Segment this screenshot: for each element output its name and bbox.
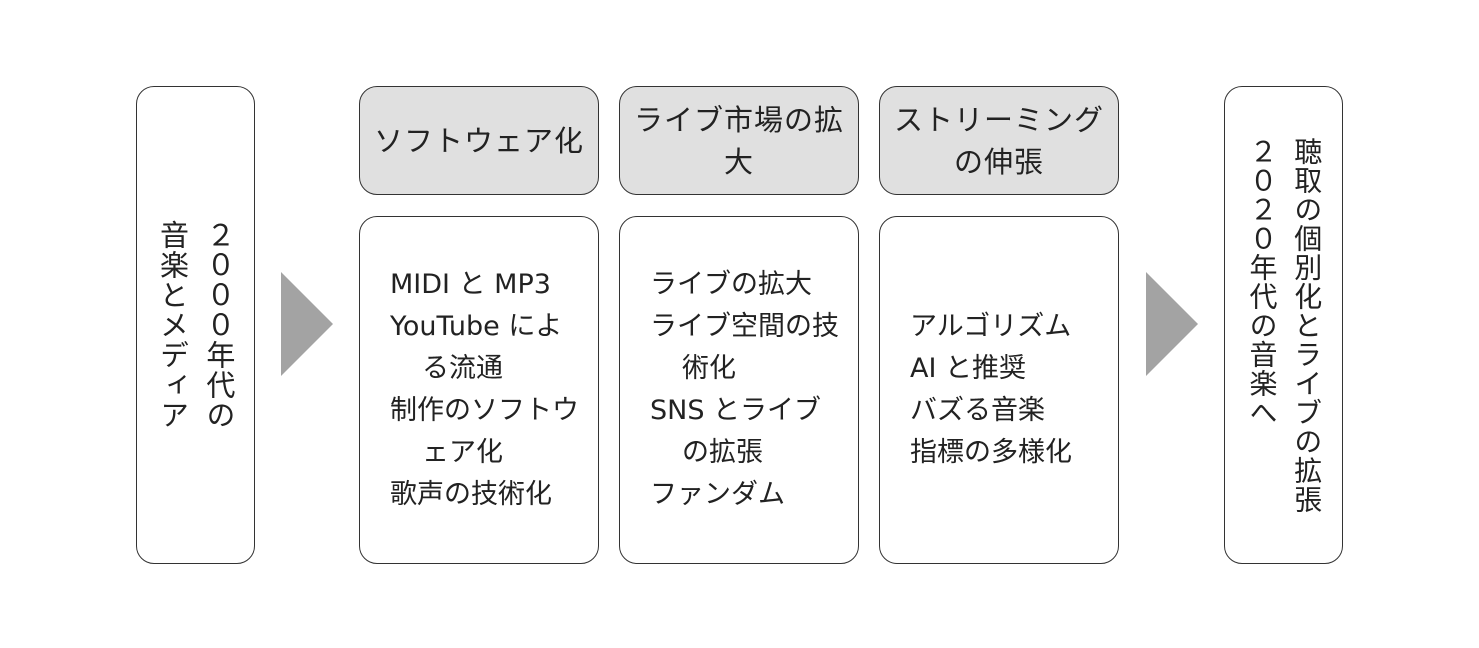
list-item: ライブの拡大 [650,269,812,300]
era-2020s-box: 聴取の個別化とライブの拡張 ２０２０年代の音楽へ [1224,86,1343,564]
column-header-streaming: ストリーミングの伸張 [879,86,1119,195]
era-2020s-line-1: 聴取の個別化とライブの拡張 [1290,136,1324,514]
live-market-item-list: ライブの拡大 ライブ空間の技術化 SNS とライブの拡張 ファンダム [650,264,840,516]
list-item: AI と推奨 [910,353,1027,384]
arrow-right-icon [281,272,333,376]
list-item: 指標の多様化 [910,437,1072,468]
streaming-item-list: アルゴリズム AI と推奨 バズる音楽 指標の多様化 [910,306,1072,474]
column-header-software: ソフトウェア化 [359,86,599,195]
era-2000s-text: ２０００年代の 音楽とメディア [149,220,242,430]
list-item: バズる音楽 [910,395,1045,426]
list-item: 歌声の技術化 [390,479,552,510]
list-item: ライブ空間の技術化 [650,311,839,384]
list-item: ファンダム [650,479,785,510]
era-2000s-line-1: ２０００年代の [201,220,236,430]
column-header-software-text: ソフトウェア化 [374,123,585,158]
arrow-right-icon [1146,272,1198,376]
column-header-live-market-text: ライブ市場の拡大 [634,102,845,179]
list-item: MIDI と MP3 [390,269,551,300]
software-item-list: MIDI と MP3 YouTube による流通 制作のソフトウェア化 歌声の技… [390,264,580,516]
era-2020s-text: 聴取の個別化とライブの拡張 ２０２０年代の音楽へ [1239,137,1329,514]
era-2000s-box: ２０００年代の 音楽とメディア [136,86,255,564]
list-item: 制作のソフトウェア化 [390,395,579,468]
column-content-streaming: アルゴリズム AI と推奨 バズる音楽 指標の多様化 [879,216,1119,564]
column-content-live-market: ライブの拡大 ライブ空間の技術化 SNS とライブの拡張 ファンダム [619,216,859,564]
column-content-software: MIDI と MP3 YouTube による流通 制作のソフトウェア化 歌声の技… [359,216,599,564]
column-header-live-market: ライブ市場の拡大 [619,86,859,195]
list-item: YouTube による流通 [390,311,563,384]
list-item: SNS とライブの拡張 [650,395,822,468]
era-2020s-line-2: ２０２０年代の音楽へ [1245,136,1279,427]
column-header-streaming-text: ストリーミングの伸張 [894,102,1105,179]
era-2000s-line-2: 音楽とメディア [155,220,190,430]
list-item: アルゴリズム [910,311,1072,342]
